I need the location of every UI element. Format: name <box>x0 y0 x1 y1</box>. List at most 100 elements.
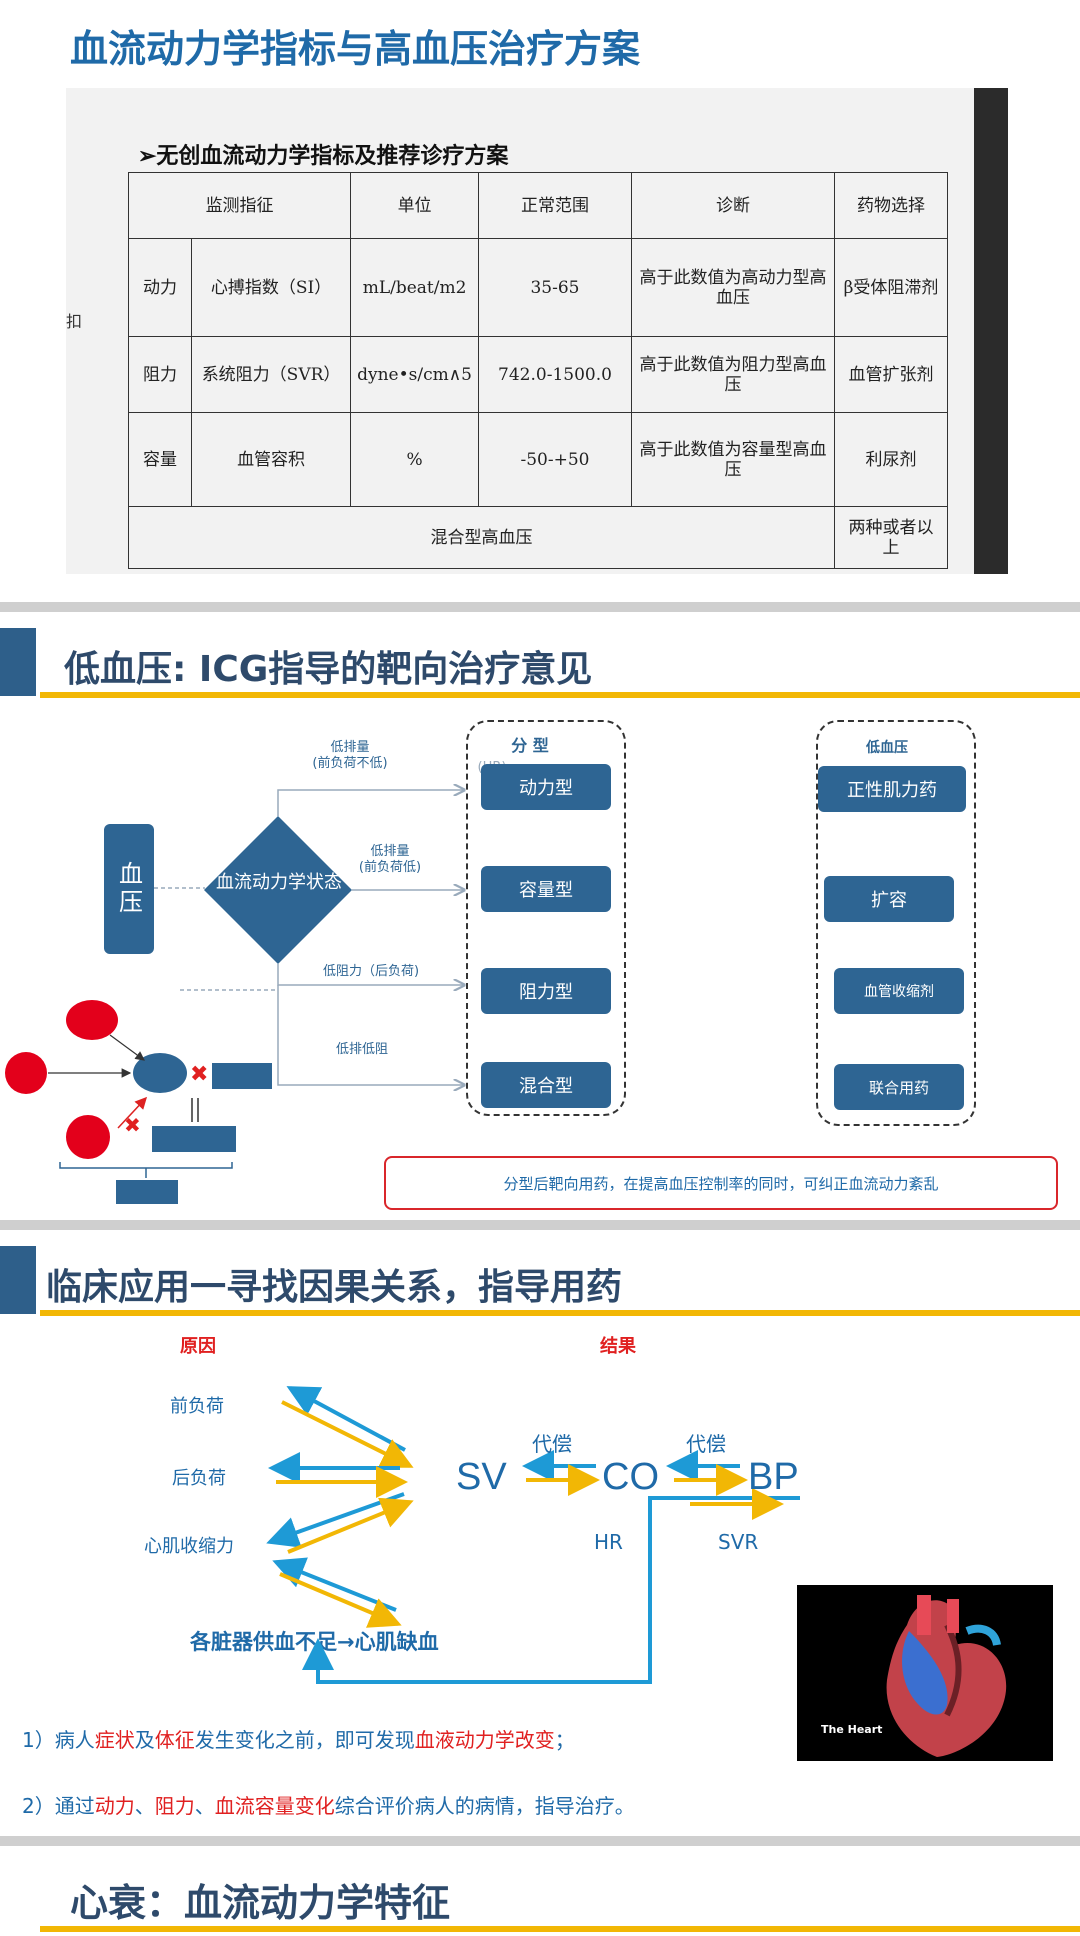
table-row: 动力 心搏指数（SI） mL/beat/m2 35-65 高于此数值为高动力型高… <box>128 238 948 337</box>
text-run: 发生变化之前，即可发现 <box>194 1728 415 1752</box>
causal-arrows <box>266 1386 800 1684</box>
title-underline <box>40 1926 1080 1932</box>
group-cell: 容量 <box>128 412 192 507</box>
branch-line <box>277 985 464 1085</box>
branch-label: 低排低阻 <box>335 1042 388 1057</box>
margin-mark: 扣 <box>66 312 83 331</box>
section1-title: 血流动力学指标与高血压治疗方案 <box>70 27 641 71</box>
table-header-row: 监测指征 单位 正常范围 诊断 药物选择 <box>127 172 948 239</box>
compensate-label: 代偿 <box>532 1432 572 1456</box>
section-divider <box>0 602 1080 612</box>
svr-label: SVR <box>718 1530 759 1554</box>
branch-line <box>277 790 464 816</box>
cause-label: 原因 <box>180 1336 216 1357</box>
treat-inotrope: 正性肌力药 <box>818 766 966 812</box>
heart-illustration: The Heart <box>821 1595 1007 1757</box>
type-dynamic: 动力型 <box>481 764 611 810</box>
type-group <box>466 720 626 1116</box>
cause-item: 心肌收缩力 <box>144 1536 234 1557</box>
conclusion-line-2: 2）通过动力、阻力、血流容量变化综合评价病人的病情，指导治疗。 <box>22 1790 635 1819</box>
range-cell: 742.0-1500.0 <box>478 336 632 413</box>
text-run: 1）病人 <box>22 1728 95 1752</box>
title-underline <box>40 692 1080 698</box>
highlight-run: 阻力 <box>154 1794 195 1818</box>
hemodynamics-table: 监测指征 单位 正常范围 诊断 药物选择 动力 心搏指数（SI） mL/beat… <box>127 172 948 569</box>
bp-box: 血压 <box>104 824 154 954</box>
product-block <box>152 1126 236 1152</box>
bracket <box>59 1162 233 1169</box>
output-block <box>212 1063 272 1089</box>
section-marker <box>0 628 36 696</box>
type-label: 混合型 <box>519 1076 573 1097</box>
heart-image: The Heart <box>797 1585 1053 1761</box>
drug-cell: β受体阻滞剂 <box>834 238 948 337</box>
header-cell: 药物选择 <box>834 172 948 239</box>
treatment-label: 血管收缩剂 <box>864 984 934 1000</box>
table-row: 容量 血管容积 % -50-+50 高于此数值为容量型高血压 利尿剂 <box>128 412 948 507</box>
heart-caption: The Heart <box>821 1723 882 1736</box>
treatment-group <box>816 720 976 1126</box>
unit-cell: dyne•s/cm∧5 <box>350 336 479 413</box>
compensate-label: 代偿 <box>686 1432 726 1456</box>
range-cell: 35-65 <box>478 238 632 337</box>
text-run: 、 <box>134 1794 155 1818</box>
block-x-icon: ✖ <box>190 1062 208 1087</box>
type-mixed: 混合型 <box>481 1062 611 1108</box>
decision-diamond <box>204 816 352 964</box>
text-run: 及 <box>134 1728 155 1752</box>
contractility-node <box>66 1115 110 1159</box>
mixed-cell: 混合型高血压 <box>128 506 835 569</box>
text-run: ； <box>554 1728 575 1752</box>
feedback-loop <box>302 1496 800 1684</box>
ventricle-node <box>133 1053 187 1093</box>
header-cell: 正常范围 <box>478 172 632 239</box>
flowchart-connectors: ✖ ✖ <box>5 700 1080 1204</box>
header-cell: 单位 <box>350 172 479 239</box>
section-divider <box>0 1220 1080 1230</box>
group-cell: 动力 <box>128 238 192 337</box>
bp-label: BP <box>748 1456 799 1498</box>
type-resistance: 阻力型 <box>481 968 611 1014</box>
unit-cell: mL/beat/m2 <box>350 238 479 337</box>
text-run: 综合评价病人的病情，指导治疗。 <box>334 1794 635 1818</box>
co-label: CO <box>602 1456 659 1498</box>
treatment-label: 扩容 <box>871 890 907 911</box>
targeted-therapy-note: 分型后靶向用药，在提高血压控制率的同时，可纠正血流动力紊乱 <box>384 1156 1058 1210</box>
title-underline <box>40 1310 1080 1316</box>
treat-volume: 扩容 <box>824 876 954 922</box>
effect-label: 结果 <box>600 1336 636 1357</box>
drug-cell: 血管扩张剂 <box>834 336 948 413</box>
unit-cell: % <box>350 412 479 507</box>
drug-cell: 两种或者以上 <box>834 506 948 569</box>
cause-arrow <box>279 1572 402 1628</box>
indicator-cell: 系统阻力（SVR） <box>190 336 352 413</box>
scan-dark-edge <box>974 88 1008 574</box>
header-cell: 诊断 <box>631 172 835 239</box>
highlight-run: 血液动力学改变 <box>414 1728 555 1752</box>
cause-item: 后负荷 <box>172 1468 226 1489</box>
indicator-cell: 血管容积 <box>190 412 352 507</box>
type-label: 动力型 <box>519 778 573 799</box>
sv-label: SV <box>456 1456 507 1498</box>
text-run: 、 <box>194 1794 215 1818</box>
diagnosis-cell: 高于此数值为高动力型高血压 <box>631 238 835 337</box>
highlight-run: 动力 <box>94 1794 135 1818</box>
note-text: 分型后靶向用药，在提高血压控制率的同时，可纠正血流动力紊乱 <box>503 1174 939 1193</box>
table-row: 混合型高血压 两种或者以上 <box>128 506 948 569</box>
header-cell: 监测指征 <box>127 172 352 239</box>
treat-vasoconstrictor: 血管收缩剂 <box>834 968 964 1014</box>
type-label: 阻力型 <box>519 982 573 1003</box>
cause-arrow <box>287 1497 414 1554</box>
diagnosis-cell: 高于此数值为容量型高血压 <box>631 412 835 507</box>
branch-label: 低阻力（后负荷) <box>322 964 420 979</box>
text-run: 2）通过 <box>22 1794 95 1818</box>
indicator-cell: 心搏指数（SI） <box>190 238 352 337</box>
treatment-group-title: 低血压 <box>866 740 908 756</box>
table-row: 阻力 系统阻力（SVR） dyne•s/cm∧5 742.0-1500.0 高于… <box>128 336 948 413</box>
section2-title: 低血压: ICG指导的靶向治疗意见 <box>64 649 593 690</box>
model-arrow <box>109 1034 145 1061</box>
type-volume: 容量型 <box>481 866 611 912</box>
type-group-title: 分 型 <box>511 736 549 755</box>
section4-title: 心衰：血流动力学特征 <box>70 1881 451 1925</box>
diamond-label: 血流动力学状态 <box>216 872 342 893</box>
